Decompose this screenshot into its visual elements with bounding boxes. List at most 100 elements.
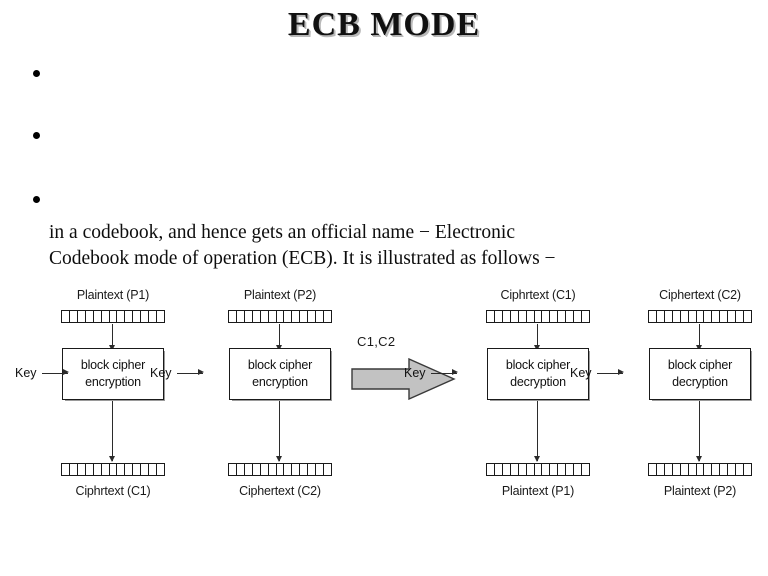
column-bottom-label: Plaintext (P1) (501, 484, 575, 498)
data-block-segment (574, 311, 583, 322)
block-arrow-right-icon (351, 358, 456, 400)
bullet-point-2 (33, 132, 40, 139)
bullet-point-1 (33, 70, 40, 77)
data-block-segment (712, 311, 721, 322)
data-block-segment (110, 311, 118, 322)
data-block-segment (744, 464, 751, 475)
data-block-segment (550, 464, 559, 475)
data-block-bar-top (486, 310, 590, 323)
data-block-segment (535, 311, 543, 322)
data-block-segment (141, 311, 150, 322)
data-block-segment (117, 311, 126, 322)
data-block-segment (657, 311, 665, 322)
data-block-segment (102, 311, 110, 322)
key-input-group: Key (404, 366, 458, 380)
data-block-segment (324, 311, 331, 322)
column-top-label: Plaintext (P1) (76, 288, 150, 302)
data-block-bar-top (648, 310, 752, 323)
box-line-1: block cipher (247, 358, 313, 372)
page-title: ECB MODE (287, 6, 481, 43)
box-line-2: encryption (85, 375, 141, 389)
arrow-right-icon (430, 369, 458, 376)
data-block-segment (728, 311, 737, 322)
data-block-segment (237, 464, 245, 475)
data-block-segment (495, 311, 503, 322)
arrow-down-to-output (696, 401, 702, 462)
data-block-segment (261, 311, 269, 322)
key-label: Key (404, 366, 426, 380)
data-block-segment (728, 464, 737, 475)
data-block-segment (316, 464, 325, 475)
data-block-segment (736, 311, 745, 322)
data-block-segment (649, 311, 657, 322)
data-block-segment (657, 464, 665, 475)
key-input-group: Key (150, 366, 204, 380)
data-block-segment (566, 311, 575, 322)
data-block-bar-top (228, 310, 332, 323)
data-block-segment (94, 311, 102, 322)
column-top-label: Plaintext (P2) (243, 288, 317, 302)
data-block-segment (149, 311, 158, 322)
data-block-segment (511, 464, 519, 475)
data-block-segment (78, 464, 86, 475)
data-block-segment (503, 311, 511, 322)
column-bottom-label: Plaintext (P2) (663, 484, 737, 498)
box-line-1: block cipher (80, 358, 146, 372)
data-block-segment (229, 311, 237, 322)
data-block-segment (673, 464, 681, 475)
column-top-label: Ciphrtext (C1) (500, 288, 576, 302)
key-input-group: Key (570, 366, 624, 380)
arrow-right-icon (41, 369, 69, 376)
arrow-down-to-box (696, 324, 702, 351)
data-block-segment (503, 464, 511, 475)
data-block-segment (284, 464, 293, 475)
arrow-down-to-output (109, 401, 115, 462)
data-block-segment (125, 464, 134, 475)
data-block-segment (133, 311, 142, 322)
data-block-segment (558, 311, 567, 322)
data-block-segment (542, 311, 551, 322)
data-block-segment (292, 311, 301, 322)
box-line-1: block cipher (667, 358, 733, 372)
arrow-right-icon (176, 369, 204, 376)
data-block-segment (269, 464, 277, 475)
data-block-segment (487, 464, 495, 475)
data-block-segment (550, 311, 559, 322)
data-block-segment (689, 311, 697, 322)
data-block-segment (125, 311, 134, 322)
data-block-bar-bottom (486, 463, 590, 476)
data-block-segment (284, 311, 293, 322)
column-bottom-label: Ciphrtext (C1) (75, 484, 151, 498)
data-block-segment (542, 464, 551, 475)
box-line-2: encryption (252, 375, 308, 389)
ciphertext-transfer-group: C1,C2 (351, 334, 461, 400)
arrow-down-to-box (276, 324, 282, 351)
data-block-segment (324, 464, 331, 475)
data-block-segment (527, 464, 535, 475)
data-block-segment (712, 464, 721, 475)
data-block-segment (689, 464, 697, 475)
arrow-right-icon (596, 369, 624, 376)
box-line-1: block cipher (505, 358, 571, 372)
data-block-segment (277, 464, 285, 475)
data-block-segment (94, 464, 102, 475)
data-block-segment (720, 464, 729, 475)
data-block-segment (277, 311, 285, 322)
data-block-segment (245, 464, 253, 475)
data-block-segment (582, 464, 589, 475)
data-block-segment (253, 464, 261, 475)
arrow-down-to-box (534, 324, 540, 351)
paragraph-line-1: in a codebook, and hence gets an officia… (49, 222, 515, 243)
data-block-segment (665, 464, 673, 475)
data-block-segment (229, 464, 237, 475)
box-line-2: decryption (510, 375, 566, 389)
data-block-segment (736, 464, 745, 475)
body-paragraph: in a codebook, and hence gets an officia… (49, 220, 709, 272)
data-block-segment (102, 464, 110, 475)
data-block-segment (566, 464, 575, 475)
data-block-segment (697, 311, 705, 322)
key-label: Key (15, 366, 37, 380)
data-block-segment (527, 311, 535, 322)
data-block-segment (316, 311, 325, 322)
data-block-segment (141, 464, 150, 475)
